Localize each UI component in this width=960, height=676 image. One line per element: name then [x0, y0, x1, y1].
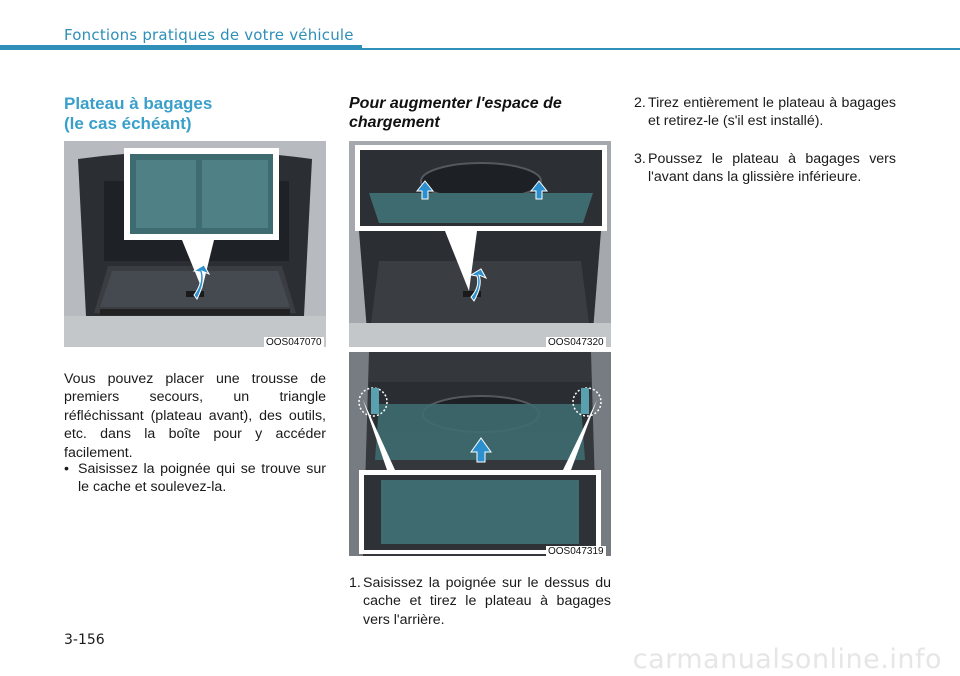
- curved-arrow-icon: [192, 264, 211, 300]
- step-number: 3.: [634, 151, 646, 167]
- tray-slide-illustration: [349, 352, 611, 556]
- section-title: Plateau à bagages (le cas échéant): [64, 94, 334, 134]
- step-1: 1. Saisissez la poignée sur le dessus du…: [349, 574, 611, 629]
- arrow-up-icon: [529, 180, 549, 200]
- section-title-line-2: (le cas échéant): [64, 114, 192, 133]
- intro-paragraph: Vous pouvez placer une trousse de premie…: [64, 371, 326, 461]
- step-text: Poussez le plateau à bagages vers l'avan…: [648, 151, 896, 186]
- header-rule: [0, 48, 960, 50]
- watermark: carmanualsonline.info: [632, 644, 942, 675]
- figure-tray-slide: [349, 352, 611, 556]
- step-number: 1.: [349, 575, 361, 591]
- header-rule-accent: [0, 45, 362, 50]
- curved-arrow-icon: [469, 268, 488, 302]
- figure-code: OOS047070: [264, 337, 324, 348]
- bullet-text: Saisissez la poignée qui se trouve sur l…: [78, 461, 326, 496]
- section-title-line-1: Plateau à bagages: [64, 94, 213, 113]
- step-3: 3. Poussez le plateau à bagages vers l'a…: [634, 150, 896, 187]
- arrow-up-icon: [470, 437, 492, 463]
- bullet-mark: •: [64, 461, 69, 477]
- tray-pull-illustration: [349, 141, 611, 347]
- step-number: 2.: [634, 95, 646, 111]
- figure-code: OOS047320: [546, 337, 606, 348]
- subsection-title: Pour augmenter l'espace de chargement: [349, 95, 562, 131]
- figure-luggage-tray: [64, 141, 326, 347]
- step-text: Tirez entièrement le plateau à bagages e…: [648, 95, 896, 130]
- instruction-bullet: • Saisissez la poignée qui se trouve sur…: [64, 460, 326, 497]
- step-2: 2. Tirez entièrement le plateau à bagage…: [634, 94, 896, 131]
- page-number: 3-156: [64, 632, 105, 648]
- running-header: Fonctions pratiques de votre véhicule: [64, 26, 354, 44]
- figure-tray-pull: [349, 141, 611, 347]
- step-text: Saisissez la poignée sur le dessus du ca…: [363, 575, 611, 628]
- luggage-tray-illustration: [64, 141, 326, 347]
- arrow-up-icon: [415, 180, 435, 200]
- figure-code: OOS047319: [546, 546, 606, 557]
